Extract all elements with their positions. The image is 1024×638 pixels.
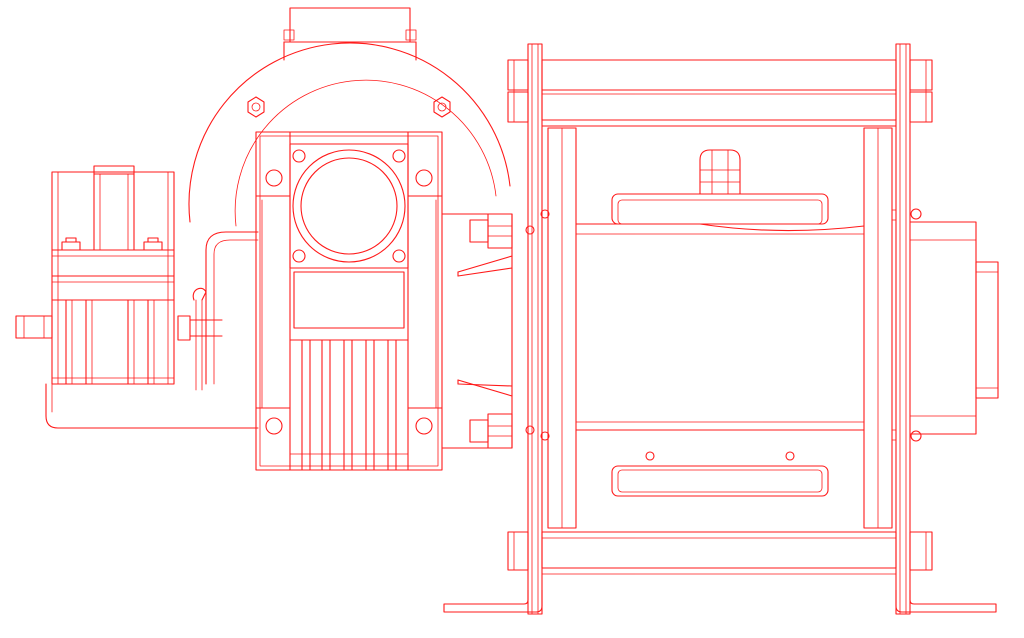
winch-frame <box>443 43 999 615</box>
worm-gearbox <box>188 7 535 471</box>
brake-motor-unit <box>15 165 259 429</box>
